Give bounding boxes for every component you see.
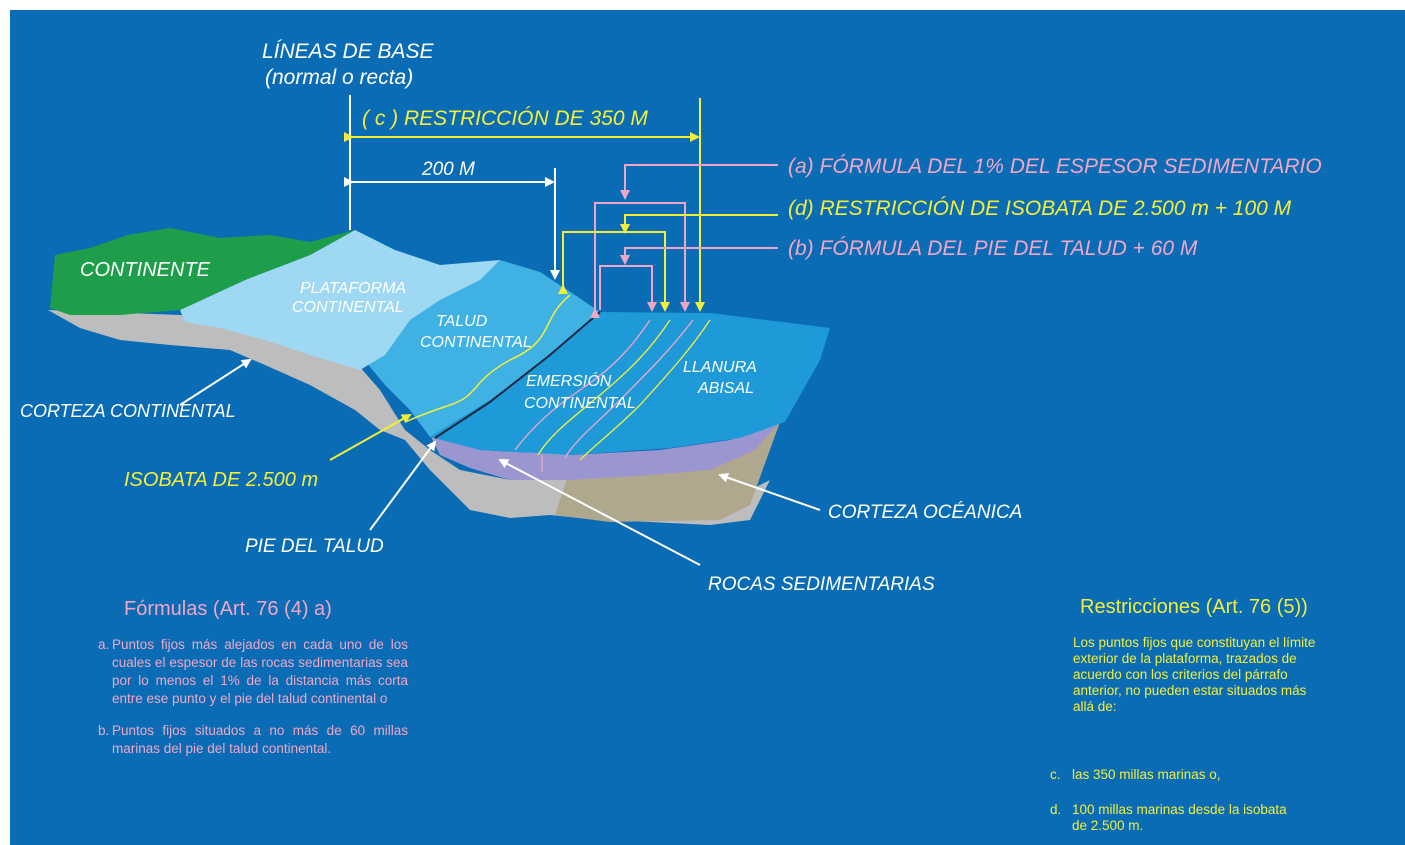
restriction-item-text: 100 millas marinas desde la isobata de 2… bbox=[1072, 802, 1287, 833]
restriction-d-bracket bbox=[558, 231, 670, 312]
continent-surface bbox=[50, 228, 355, 315]
formula-item-mark: a. bbox=[98, 637, 110, 652]
formula-item-a: a. Puntos fijos más alejados en cada uno… bbox=[98, 636, 408, 708]
formula-b-connector bbox=[620, 247, 778, 265]
baselines-title: LÍNEAS DE BASE bbox=[262, 40, 435, 63]
talud-label-2: CONTINENTAL bbox=[420, 334, 532, 351]
restrictions-title: Restricciones (Art. 76 (5)) bbox=[1080, 596, 1308, 618]
formula-line-b bbox=[537, 319, 671, 456]
restriction-isobath-label: (d) RESTRICCIÓN DE ISOBATA DE 2.500 m + … bbox=[788, 197, 1292, 220]
restriction-item-mark: c. bbox=[1050, 767, 1061, 782]
abyssal-plain-surface bbox=[430, 312, 830, 455]
foot-pointer bbox=[369, 440, 437, 531]
formula-b-bracket bbox=[599, 265, 657, 312]
formula-line-a bbox=[514, 319, 651, 451]
restriction-d-connector bbox=[620, 214, 778, 234]
continente-label: CONTINENTE bbox=[80, 259, 211, 281]
restriction-350-label: ( c ) RESTRICCIÓN DE 350 M bbox=[362, 107, 648, 130]
formula-item-b: b. Puntos fijos situados a no más de 60 … bbox=[98, 722, 408, 758]
talud-label-1: TALUD bbox=[436, 313, 488, 330]
diagram-canvas: LÍNEAS DE BASE (normal o recta) ( c ) RE… bbox=[10, 10, 1405, 845]
plataforma-label-1: PLATAFORMA bbox=[300, 280, 406, 297]
continental-crust-pointer bbox=[179, 358, 252, 406]
formula-item-text: Puntos fijos situados a no más de 60 mil… bbox=[112, 723, 408, 756]
rocas-label: ROCAS SEDIMENTARIAS bbox=[708, 574, 935, 595]
llanura-label-1: LLANURA bbox=[683, 359, 757, 376]
m200-label: 200 M bbox=[421, 159, 475, 180]
foot-of-slope-line bbox=[434, 311, 601, 439]
corteza-oceanica-label: CORTEZA OCÉANICA bbox=[828, 502, 1022, 523]
plataforma-label-2: CONTINENTAL bbox=[292, 299, 404, 316]
restriction-item-d: d. 100 millas marinas desde la isobata d… bbox=[1050, 802, 1330, 834]
restriction-line-c bbox=[579, 319, 711, 461]
baselines-subtitle: (normal o recta) bbox=[265, 66, 413, 89]
isobata-label: ISOBATA DE 2.500 m bbox=[124, 469, 318, 491]
continental-shelf-diagram: LÍNEAS DE BASE (normal o recta) ( c ) RE… bbox=[20, 40, 1322, 595]
oceanic-crust-pointer bbox=[718, 472, 821, 511]
continental-shelf-surface bbox=[180, 230, 500, 370]
restriction-item-text: las 350 millas marinas o, bbox=[1072, 767, 1221, 782]
formula-a-connector bbox=[620, 164, 778, 200]
isobath-pointer bbox=[329, 414, 412, 461]
pie-talud-label: PIE DEL TALUD bbox=[245, 536, 384, 557]
emersion-label-2: CONTINENTAL bbox=[524, 395, 636, 412]
formula-foot-label: (b) FÓRMULA DEL PIE DEL TALUD + 60 M bbox=[788, 237, 1198, 260]
sedimentary-layer bbox=[430, 422, 780, 480]
sediment-pointer bbox=[498, 459, 701, 566]
formulas-title: Fórmulas (Art. 76 (4) a) bbox=[124, 598, 332, 620]
formula-a-bracket bbox=[590, 202, 690, 318]
restrictions-paragraph: Los puntos fijos que constituyan el lími… bbox=[1073, 635, 1316, 714]
isobath-line bbox=[404, 294, 571, 423]
llanura-label-2: ABISAL bbox=[697, 380, 754, 397]
emersion-label-1: EMERSIÓN bbox=[526, 371, 612, 390]
restriction-item-mark: d. bbox=[1050, 802, 1062, 817]
formula-1pct-label: (a) FÓRMULA DEL 1% DEL ESPESOR SEDIMENTA… bbox=[788, 155, 1322, 178]
restriction-item-c: c. las 350 millas marinas o, bbox=[1050, 767, 1221, 783]
restriction-line-d bbox=[564, 319, 694, 459]
formulas-list: a. Puntos fijos más alejados en cada uno… bbox=[98, 636, 408, 772]
formula-item-text: Puntos fijos más alejados en cada uno de… bbox=[112, 637, 408, 706]
formula-item-mark: b. bbox=[98, 723, 110, 738]
corteza-continental-label: CORTEZA CONTINENTAL bbox=[20, 401, 236, 421]
